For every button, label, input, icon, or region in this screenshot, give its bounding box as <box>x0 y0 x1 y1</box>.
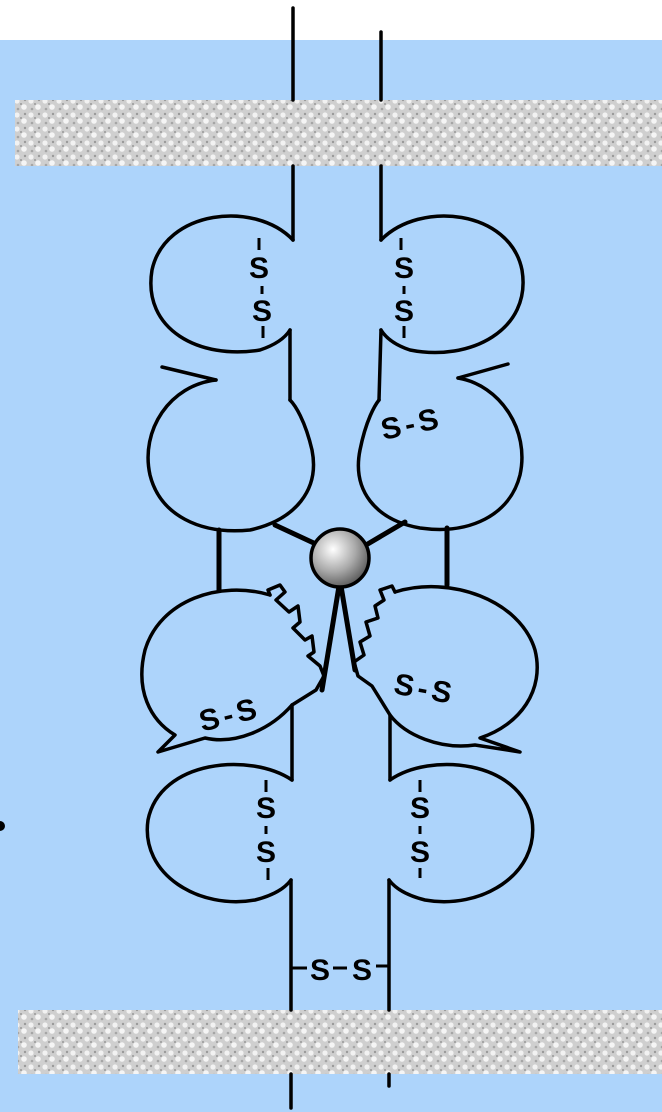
svg-text:S: S <box>252 295 272 328</box>
svg-text:S: S <box>310 954 330 987</box>
svg-text:S: S <box>352 954 372 987</box>
svg-text:S: S <box>394 252 414 285</box>
svg-text:S: S <box>256 792 276 825</box>
svg-text:S: S <box>249 252 269 285</box>
svg-text:S: S <box>410 836 430 869</box>
svg-text:S: S <box>394 295 414 328</box>
svg-text:S: S <box>410 792 430 825</box>
metal-ion-sphere <box>311 529 369 587</box>
bottom-membrane <box>18 1010 662 1074</box>
svg-text:S: S <box>256 836 276 869</box>
top-membrane <box>15 100 662 166</box>
